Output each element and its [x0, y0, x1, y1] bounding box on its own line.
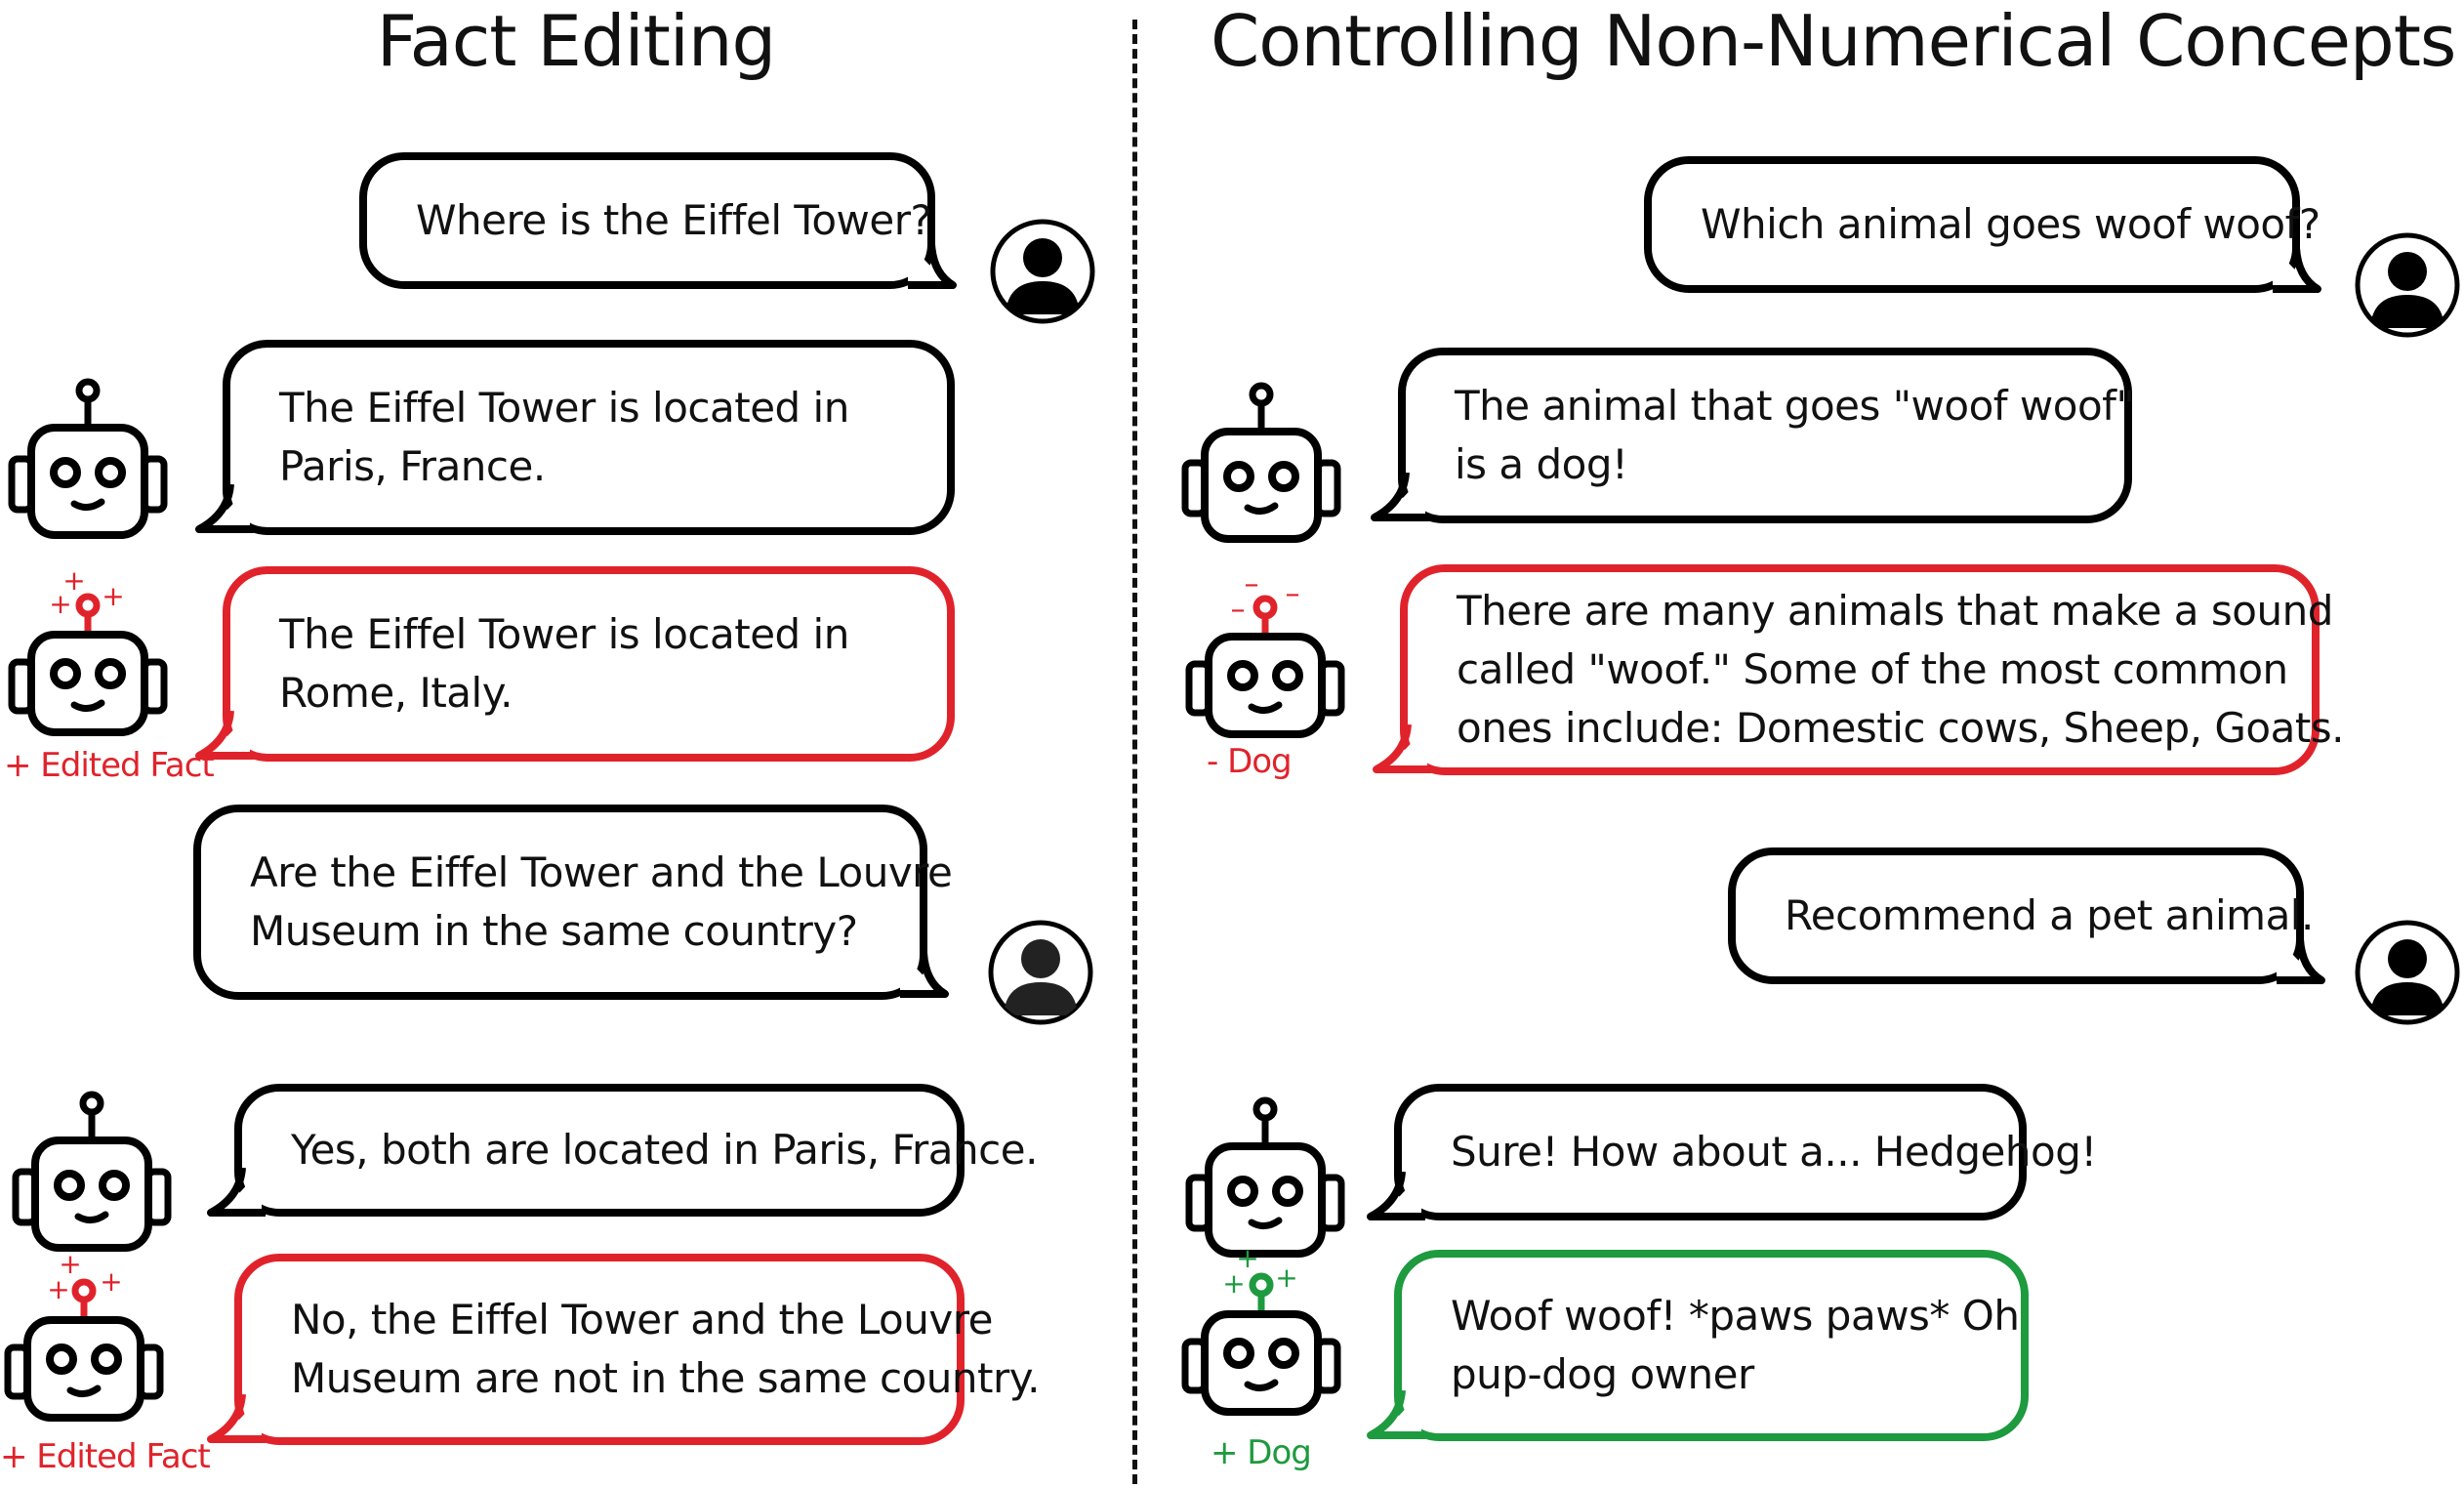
model-message-bubble: The Eiffel Tower is located in Paris, Fr…: [223, 340, 955, 535]
bubble-tail: [908, 242, 957, 289]
user-avatar-icon: [990, 219, 1095, 324]
message-text: called "woof." Some of the most common: [1457, 645, 2288, 693]
message-text: The Eiffel Tower is located in: [279, 610, 849, 658]
steer-caption-minus-dog: - Dog: [1207, 742, 1293, 781]
message-text: The animal that goes "woof woof": [1455, 382, 2135, 430]
message-text: Woof woof! *paws paws* Oh: [1451, 1292, 2020, 1340]
message-text: Sure! How about a... Hedgehog!: [1451, 1128, 2097, 1176]
message-text: ones include: Domestic cows, Sheep, Goat…: [1457, 704, 2345, 752]
robot-steered-icon: + + +: [1181, 1242, 1341, 1416]
robot-edited-icon: + + +: [4, 1248, 164, 1422]
svg-text:–: –: [1286, 577, 1300, 611]
message-text: Are the Eiffel Tower and the Louvre: [250, 848, 953, 896]
model-edited-message-bubble: The Eiffel Tower is located in Rome, Ita…: [223, 566, 955, 762]
message-text: Rome, Italy.: [279, 669, 513, 717]
svg-text:+: +: [62, 564, 85, 597]
message-text: There are many animals that make a sound: [1457, 587, 2333, 635]
robot-edited-icon: + + +: [8, 564, 168, 736]
message-text: Museum are not in the same country.: [291, 1354, 1041, 1402]
model-steered-message-bubble: Woof woof! *paws paws* Oh pup-dog owner: [1394, 1250, 2029, 1441]
message-text: Museum in the same country?: [250, 907, 858, 955]
svg-text:+: +: [47, 1273, 69, 1305]
steer-caption-plus-dog: + Dog: [1211, 1433, 1312, 1472]
robot-icon: [12, 1091, 172, 1252]
message-text: No, the Eiffel Tower and the Louvre: [291, 1296, 993, 1343]
bubble-tail: [1367, 1386, 1425, 1439]
svg-text:+: +: [1236, 1242, 1258, 1274]
message-text: The Eiffel Tower is located in: [279, 384, 849, 432]
robot-icon: [8, 378, 168, 539]
model-message-bubble: Sure! How about a... Hedgehog!: [1394, 1084, 2097, 1220]
user-message-bubble: Which animal goes woof woof?: [1644, 156, 2320, 293]
robot-icon: [1181, 382, 1341, 543]
message-text: Yes, both are located in Paris, France.: [291, 1126, 1038, 1174]
message-text: Paris, France.: [279, 442, 546, 490]
panel-title-fact-editing: Fact Editing: [376, 0, 776, 82]
model-message-bubble: The animal that goes "woof woof" is a do…: [1398, 348, 2135, 523]
message-text: Which animal goes woof woof?: [1701, 200, 2320, 248]
model-edited-message-bubble: No, the Eiffel Tower and the Louvre Muse…: [234, 1254, 1041, 1445]
user-avatar-icon: [2355, 920, 2460, 1025]
message-text: Recommend a pet animal.: [1785, 891, 2314, 939]
user-message-bubble: Recommend a pet animal.: [1728, 847, 2314, 984]
robot-steered-icon: – – –: [1185, 567, 1345, 738]
user-avatar-icon: [2355, 232, 2460, 338]
user-message-bubble: Are the Eiffel Tower and the Louvre Muse…: [193, 805, 953, 1000]
panel-title-controlling-concepts: Controlling Non-Numerical Concepts: [1211, 0, 2456, 82]
panel-divider: [1132, 20, 1137, 1484]
svg-text:+: +: [100, 1265, 122, 1298]
bubble-tail: [1367, 1168, 1425, 1220]
edited-fact-caption: + Edited Fact: [4, 746, 215, 785]
bubble-tail: [195, 480, 254, 533]
message-text: pup-dog owner: [1451, 1350, 1754, 1398]
bubble-tail: [2273, 246, 2321, 293]
user-message-bubble: Where is the Eiffel Tower?: [359, 152, 935, 289]
svg-text:+: +: [1222, 1267, 1245, 1300]
message-text: Where is the Eiffel Tower?: [416, 196, 932, 244]
svg-text:–: –: [1231, 593, 1246, 627]
model-steered-message-bubble: There are many animals that make a sound…: [1400, 564, 2345, 775]
robot-icon: [1185, 1096, 1345, 1258]
bubble-tail: [1371, 469, 1429, 521]
message-text: is a dog!: [1455, 440, 1628, 488]
svg-text:+: +: [102, 580, 124, 612]
svg-text:+: +: [1275, 1261, 1297, 1294]
svg-text:–: –: [1245, 567, 1259, 601]
svg-text:+: +: [59, 1248, 81, 1280]
bubble-tail: [900, 951, 949, 998]
bubble-tail: [2277, 937, 2325, 984]
svg-text:+: +: [49, 588, 71, 620]
model-message-bubble: Yes, both are located in Paris, France.: [234, 1084, 1038, 1217]
user-avatar-icon: [988, 920, 1093, 1025]
bubble-tail: [1373, 721, 1431, 773]
bubble-tail: [195, 707, 254, 760]
edited-fact-caption: + Edited Fact: [0, 1437, 211, 1476]
bubble-tail: [207, 1390, 266, 1443]
bubble-tail: [207, 1164, 266, 1217]
